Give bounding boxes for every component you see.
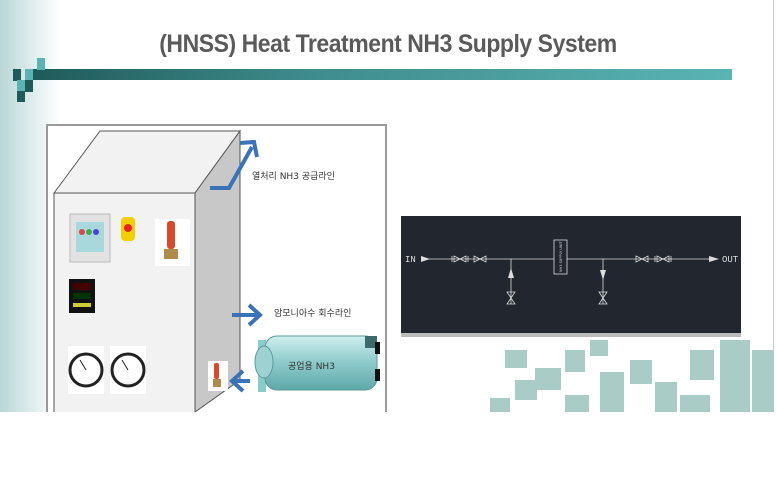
supply-unit-box [553, 239, 568, 275]
out-label: OUT [722, 255, 739, 265]
pressure-gauge-icon [68, 346, 104, 394]
in-label: IN [405, 255, 416, 265]
decor-square [25, 69, 33, 81]
emergency-stop-button [121, 217, 135, 241]
down-arrow-icon [600, 270, 606, 280]
recovery-arrow-head-icon [247, 303, 263, 327]
control-panel-display [69, 213, 111, 263]
supply-arrow-icon [210, 146, 254, 190]
up-arrow-icon [508, 268, 514, 278]
recovery-line-label: 암모니아수 회수라인 [274, 307, 351, 319]
temperature-controller [69, 279, 95, 313]
decor-square [13, 69, 21, 81]
slide-title: (HNSS) Heat Treatment NH3 Supply System [159, 30, 617, 58]
valve-icon [451, 255, 469, 263]
decor-square [25, 80, 33, 92]
title-underline-bar [30, 69, 732, 80]
inlet-arrow-head-icon [229, 369, 245, 393]
slide: (HNSS) Heat Treatment NH3 Supply System [0, 0, 776, 412]
supply-unit-label: NH3 SUPPLY UNIT [559, 240, 563, 272]
out-arrow-icon [709, 256, 719, 262]
drain-valve-icon [598, 291, 608, 305]
decor-square [37, 58, 45, 70]
valve-icon [473, 255, 487, 263]
nh3-tank: 공업용 NH3 [254, 335, 380, 392]
illustration-canvas: 열처리 NH3 공급라인 암모니아수 회수라인 공업용 NH3 IN OUT [46, 124, 774, 412]
tank-label: 공업용 NH3 [288, 361, 335, 372]
pressure-gauge-icon [110, 346, 146, 394]
decor-squares [490, 340, 774, 412]
drain-valve-icon [506, 291, 516, 305]
supply-line-label: 열처리 NH3 공급라인 [252, 170, 335, 182]
ball-valve-icon [155, 219, 190, 266]
small-valve-icon [208, 361, 228, 391]
supply-arrow-head-icon [239, 139, 259, 158]
piping-diagram: IN OUT NH3 SUPPLY UNIT [401, 216, 741, 337]
decor-square [17, 91, 25, 102]
in-arrow-icon [421, 256, 430, 262]
valve-icon [635, 255, 649, 263]
slide-edge [773, 0, 774, 412]
valve-icon [654, 255, 672, 263]
decor-square [17, 80, 25, 92]
